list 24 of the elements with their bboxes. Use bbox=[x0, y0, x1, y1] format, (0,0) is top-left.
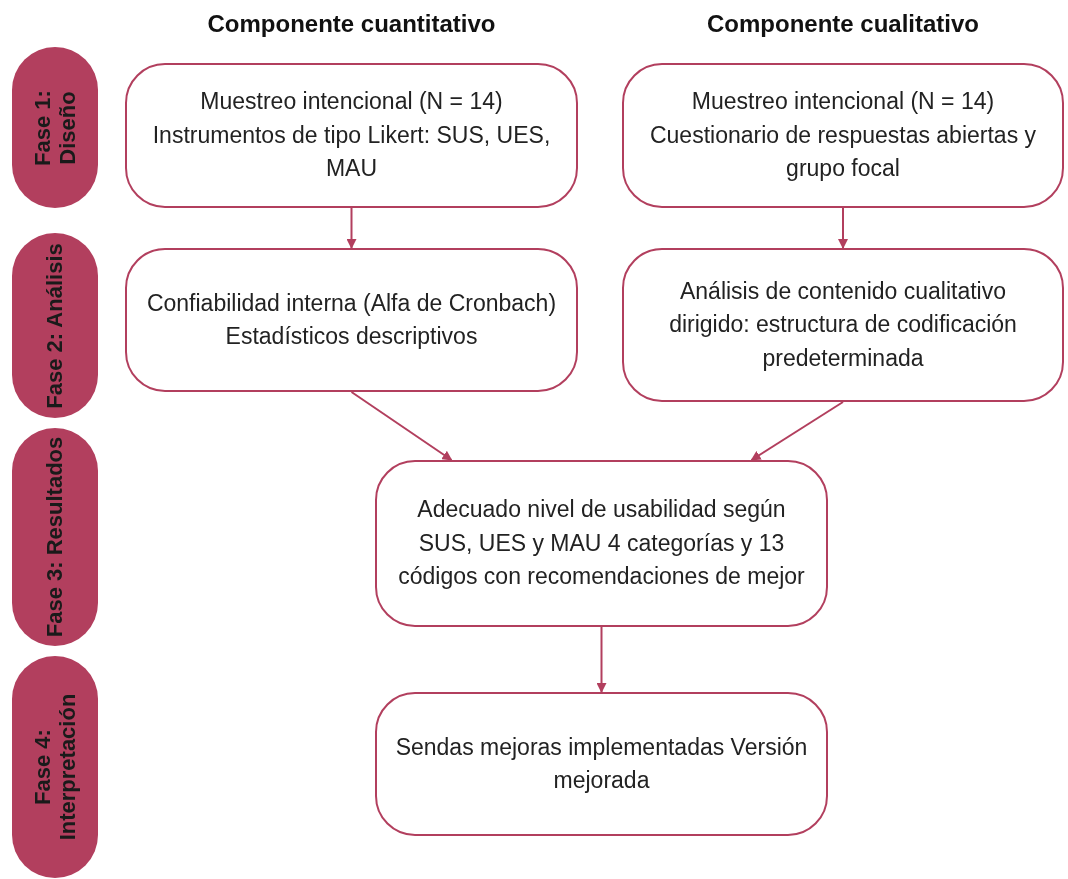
box-text: Confiabilidad interna (Alfa de Cronbach) Estadísticos descriptivos bbox=[145, 288, 558, 351]
phase-label: Fase 1: Diseño bbox=[29, 88, 81, 168]
process-box bbox=[125, 248, 578, 392]
column-heading: Componente cualitativo bbox=[707, 9, 979, 39]
arrow bbox=[346, 207, 357, 249]
box-text: Muestreo intencional (N = 14) Instrumentos de tipo Likert: SUS, UES, MAU bbox=[151, 87, 552, 184]
phase-label: Fase 3: Resultados bbox=[42, 436, 68, 638]
box-text: Análisis de contenido cualitativo dirigido: estructura de codificación predeterminada bbox=[668, 277, 1018, 373]
phase-label: Fase 4: Interpretación bbox=[29, 692, 81, 843]
column-heading: Componente cuantitativo bbox=[207, 9, 496, 39]
box-text: Sendas mejoras implementadas Versión mejorada bbox=[394, 732, 809, 795]
arrow bbox=[596, 626, 607, 693]
process-box bbox=[622, 248, 1064, 402]
arrow bbox=[750, 401, 844, 461]
process-box bbox=[375, 692, 828, 836]
arrow bbox=[350, 391, 453, 461]
box-text: Adecuado nivel de usabilidad según SUS, UES y MAU 4 categorías y 13 códigos con recomendaciones de mejor bbox=[397, 495, 806, 592]
process-box bbox=[622, 63, 1064, 208]
process-box bbox=[125, 63, 578, 208]
process-box bbox=[375, 460, 828, 627]
phase-pill bbox=[12, 656, 98, 878]
box-text: Muestreo intencional (N = 14) Cuestionario de respuestas abiertas y grupo focal bbox=[648, 87, 1038, 184]
phase-label: Fase 2: Análisis bbox=[42, 242, 68, 409]
arrow bbox=[838, 207, 848, 249]
